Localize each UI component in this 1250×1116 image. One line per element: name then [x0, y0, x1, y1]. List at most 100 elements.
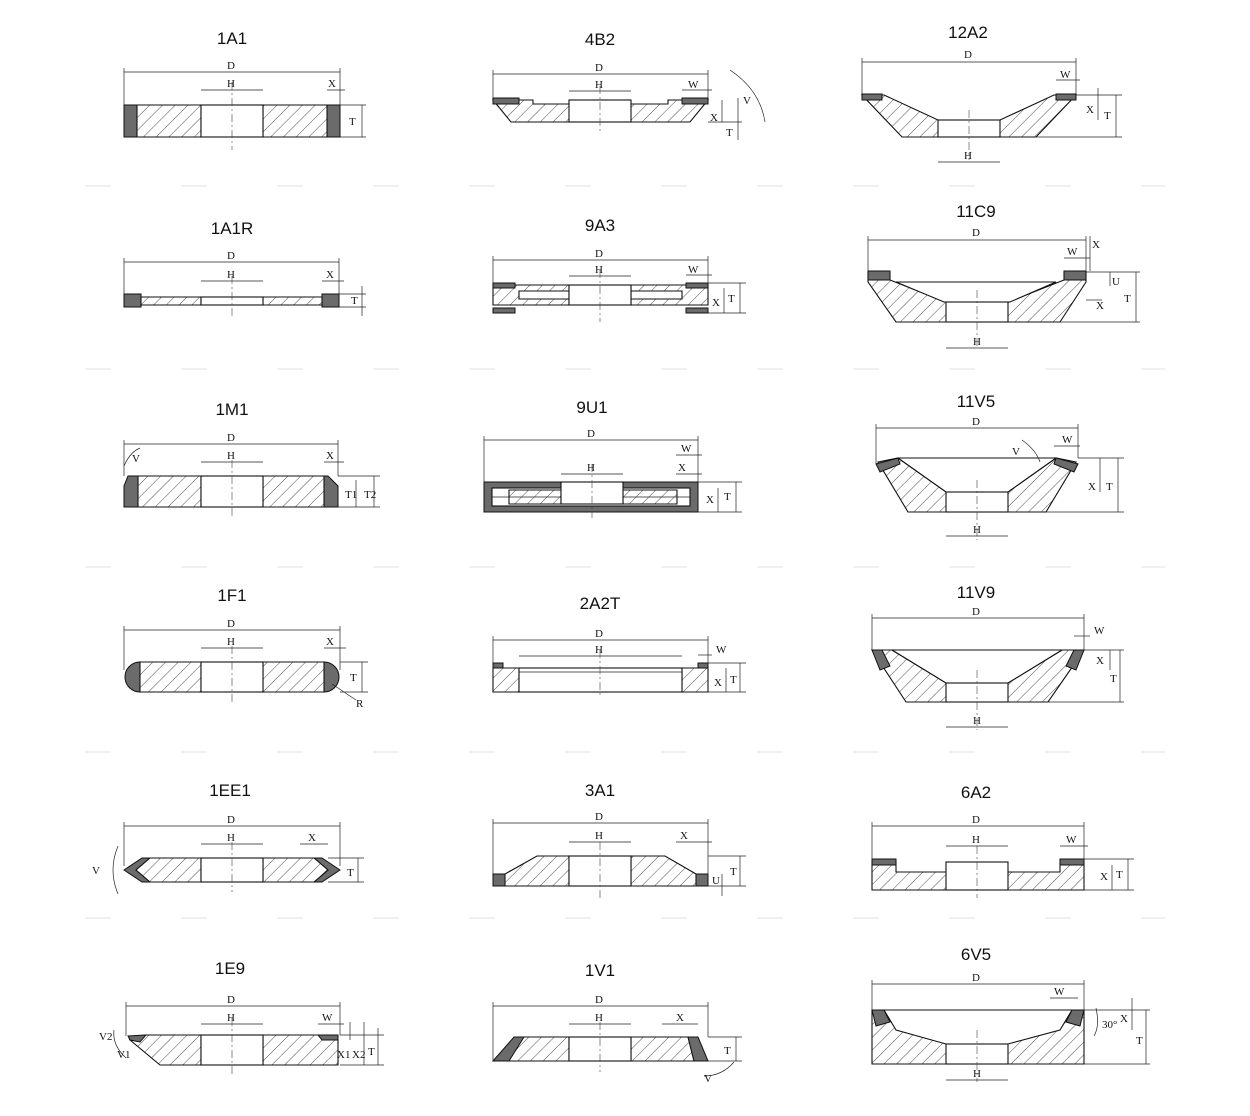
dimension-label: T: [724, 1045, 731, 1057]
dimension-label: V: [92, 865, 100, 877]
dimension-label: D: [595, 62, 603, 74]
dimension-label: T1: [345, 489, 357, 501]
panel-6a2: 6A2 D H W X T: [871, 783, 1134, 898]
dimension-label: X: [1100, 871, 1108, 883]
dimension-label: D: [227, 618, 235, 630]
panel-11v9: 11V9 D W X T H: [870, 583, 1124, 730]
dimension-label: 30°: [1102, 1019, 1117, 1031]
dimension-label: H: [227, 636, 235, 648]
panel-title: 9U1: [576, 398, 607, 417]
panel-1a1: 1A1 D H X T: [123, 29, 366, 150]
dimension-label: T: [349, 116, 356, 128]
panel-1e9: 1E9 D H W V2 V1 X1 X2 T: [99, 959, 384, 1074]
dimension-label: D: [227, 250, 235, 262]
dimension-label: H: [595, 264, 603, 276]
dimension-label: X: [326, 450, 334, 462]
dimension-label: H: [595, 830, 603, 842]
dimension-label: W: [322, 1012, 333, 1024]
dimension-label: W: [1060, 69, 1071, 81]
dimension-label: H: [973, 1068, 981, 1080]
dimension-label: V: [1012, 446, 1020, 458]
dimension-label: X: [676, 1012, 684, 1024]
dimension-label: W: [688, 79, 699, 91]
dimension-label: H: [227, 832, 235, 844]
dimension-label: X: [710, 112, 718, 124]
panel-title: 1E9: [215, 959, 245, 978]
dimension-label: X: [326, 636, 334, 648]
dimension-label: T: [1136, 1035, 1143, 1047]
dimension-label: V2: [99, 1031, 112, 1043]
dimension-label: D: [972, 227, 980, 239]
dimension-label: W: [1094, 625, 1105, 637]
panel-1a1r: 1A1R D H X T: [123, 219, 366, 318]
dimension-label: R: [356, 698, 364, 710]
dimension-label: D: [587, 428, 595, 440]
dimension-label: H: [595, 644, 603, 656]
dimension-label: D: [595, 811, 603, 823]
dimension-label: T: [1106, 481, 1113, 493]
dimension-label: X: [712, 297, 720, 309]
panel-title: 1EE1: [209, 781, 251, 800]
panel-4b2: 4B2 D H W V X T: [491, 30, 766, 140]
dimension-label: H: [973, 524, 981, 536]
panel-title: 11V9: [957, 583, 995, 602]
dimension-label: D: [595, 248, 603, 260]
dimension-label: T: [1116, 869, 1123, 881]
panel-title: 6A2: [961, 783, 991, 802]
dimension-label: T: [368, 1046, 375, 1058]
dimension-label: H: [227, 269, 235, 281]
dimension-label: T: [1104, 110, 1111, 122]
dimension-label: X: [678, 462, 686, 474]
dimension-label: T2: [364, 489, 376, 501]
panel-1v1: 1V1 D H X V T: [491, 961, 742, 1085]
panel-title: 11C9: [956, 202, 995, 221]
dimension-label: H: [595, 1012, 603, 1024]
dimension-label: T: [350, 672, 357, 684]
dimension-label: D: [595, 994, 603, 1006]
panel-1m1: 1M1 D H X V T1 T2: [123, 400, 380, 516]
dimension-label: T: [726, 127, 733, 139]
dimension-label: H: [973, 715, 981, 727]
dimension-label: U: [712, 875, 720, 887]
dimension-label: X: [326, 269, 334, 281]
dimension-label: T: [724, 491, 731, 503]
dimension-label: U: [1112, 276, 1120, 288]
dimension-label: D: [964, 49, 972, 61]
dimension-label: X: [680, 830, 688, 842]
dimension-label: W: [681, 443, 692, 455]
panel-3a1: 3A1 D H X U T: [492, 781, 746, 898]
dimension-label: X: [706, 494, 714, 506]
panel-9a3: 9A3 D H W X T: [492, 216, 746, 322]
panel-1f1: 1F1 D H X T R: [123, 586, 368, 710]
panel-title: 11V5: [957, 392, 995, 411]
dimension-label: T: [1110, 673, 1117, 685]
dimension-label: X: [1092, 239, 1100, 251]
dimension-label: H: [227, 1012, 235, 1024]
dimension-label: W: [1054, 986, 1065, 998]
dimension-label: X2: [352, 1049, 365, 1061]
dimension-label: H: [964, 150, 972, 162]
dimension-label: V: [704, 1073, 712, 1085]
dimension-label: X: [308, 832, 316, 844]
dimension-label: X: [714, 677, 722, 689]
dimension-label: X: [1088, 481, 1096, 493]
dimension-label: T: [1124, 293, 1131, 305]
dimension-label: T: [351, 295, 358, 307]
dimension-label: H: [227, 78, 235, 90]
panel-12a2: 12A2 D W X T H: [860, 23, 1122, 163]
dimension-label: X1: [337, 1049, 350, 1061]
panel-title: 12A2: [948, 23, 988, 42]
dimension-label: X: [1120, 1013, 1128, 1025]
dimension-label: V1: [117, 1049, 130, 1061]
dimension-label: D: [227, 994, 235, 1006]
dimension-label: D: [972, 972, 980, 984]
dimension-label: X: [1096, 655, 1104, 667]
dimension-label: W: [1066, 834, 1077, 846]
panel-title: 6V5: [961, 945, 991, 964]
dimension-label: D: [227, 60, 235, 72]
dimension-label: D: [972, 606, 980, 618]
dimension-label: W: [1062, 434, 1073, 446]
dimension-label: D: [972, 416, 980, 428]
dimension-label: D: [227, 432, 235, 444]
